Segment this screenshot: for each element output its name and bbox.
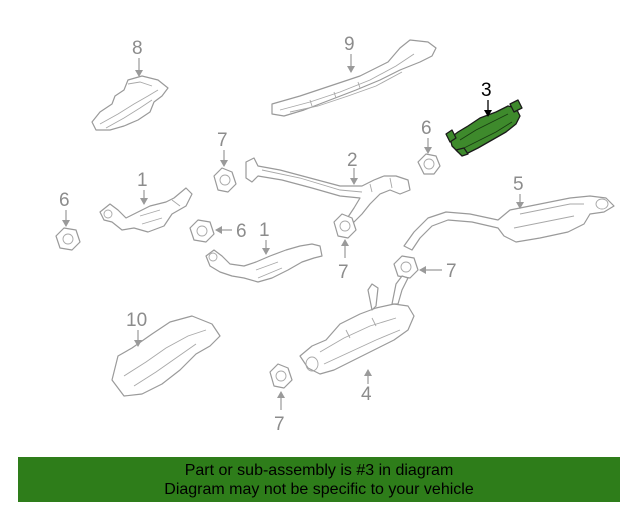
arrow-7c — [419, 266, 426, 274]
part-4-center-muffler[interactable] — [299, 275, 415, 375]
arrow-7a — [220, 160, 228, 167]
callout-8[interactable]: 8 — [132, 38, 143, 59]
part-9-heat-shield[interactable] — [271, 39, 437, 117]
callout-5[interactable]: 5 — [513, 174, 524, 195]
arrow-2 — [350, 178, 358, 185]
callout-6c[interactable]: 6 — [421, 118, 432, 139]
arrow-6b — [215, 226, 222, 234]
arrow-1a — [140, 198, 148, 205]
callout-7b[interactable]: 7 — [338, 262, 349, 283]
arrow-9 — [347, 66, 355, 73]
arrow-4 — [364, 369, 372, 376]
part-7-gasket-upper[interactable] — [213, 167, 237, 193]
part-5-muffler[interactable] — [403, 195, 615, 251]
exhaust-diagram: 8 9 3 6 7 2 — [55, 34, 615, 435]
part-1-front-pipe-lower[interactable] — [205, 243, 323, 283]
arrow-1b — [262, 248, 270, 255]
callout-7a[interactable]: 7 — [217, 130, 228, 151]
callout-7d[interactable]: 7 — [274, 414, 285, 435]
callout-1a[interactable]: 1 — [137, 170, 148, 191]
arrow-10 — [134, 340, 142, 347]
callout-3[interactable]: 3 — [481, 80, 492, 101]
note-line-2: Diagram may not be specific to your vehi… — [164, 481, 474, 498]
diagram-note-banner: Part or sub-assembly is #3 in diagram Di… — [18, 457, 620, 502]
callout-7c[interactable]: 7 — [446, 261, 457, 282]
part-7-gasket-center[interactable] — [333, 213, 357, 239]
part-7-gasket-right[interactable] — [393, 255, 419, 279]
part-6-gasket-middle[interactable] — [189, 219, 215, 243]
arrow-3 — [484, 110, 492, 117]
callout-1b[interactable]: 1 — [259, 220, 270, 241]
arrow-6a — [62, 220, 70, 227]
callout-2[interactable]: 2 — [347, 150, 358, 171]
callout-10[interactable]: 10 — [126, 310, 147, 331]
callout-4[interactable]: 4 — [361, 384, 372, 405]
part-7-gasket-bottom[interactable] — [269, 363, 293, 389]
callout-9[interactable]: 9 — [344, 34, 355, 55]
callout-6b[interactable]: 6 — [236, 221, 247, 242]
arrow-6c — [424, 147, 432, 154]
arrow-7b — [341, 239, 349, 246]
part-8-heat-shield[interactable] — [91, 75, 169, 131]
part-6-gasket-right[interactable] — [417, 153, 441, 175]
arrow-8 — [135, 70, 143, 77]
arrow-7d — [277, 391, 285, 398]
part-2-y-pipe[interactable] — [245, 157, 411, 223]
callout-6a[interactable]: 6 — [59, 190, 70, 211]
arrow-5 — [516, 202, 524, 209]
part-1-front-pipe-upper[interactable] — [99, 187, 193, 233]
note-line-1: Part or sub-assembly is #3 in diagram — [184, 462, 454, 479]
part-3-catalytic-converter[interactable] — [445, 99, 523, 157]
part-6-gasket-left[interactable] — [55, 227, 81, 251]
